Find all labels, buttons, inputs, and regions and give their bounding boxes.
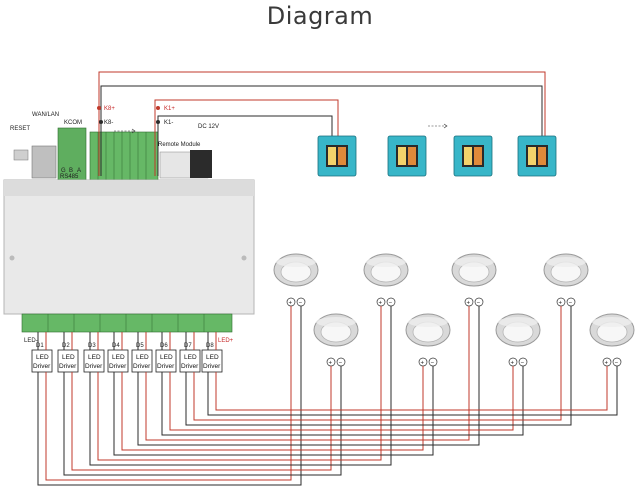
downlight-2: +− [363, 253, 409, 307]
led-minus-label: LED- [24, 338, 38, 344]
led-plus-label: LED+ [218, 338, 234, 344]
downlight-5: +− [313, 313, 359, 367]
wall-switch-2 [387, 135, 427, 177]
lamp-minus-sign: − [389, 301, 393, 307]
led-driver-label: Driver [59, 363, 77, 370]
led-driver-label: LED [88, 354, 101, 361]
led-driver-box-4 [107, 349, 129, 373]
led-driver-label: LED [36, 354, 49, 361]
wire-positive-2 [71, 366, 332, 471]
wire-positive-8 [215, 366, 608, 411]
downlight-6: +− [405, 313, 451, 367]
led-driver-label: LED [184, 354, 197, 361]
wire-positive-4 [121, 366, 424, 451]
led-driver-label: Driver [133, 363, 151, 370]
kcom-label: KCOM [64, 120, 82, 126]
downlight-3: +− [451, 253, 497, 307]
wire-negative-6 [161, 366, 524, 436]
led-driver-box-6 [155, 349, 177, 373]
reset-label: RESET [10, 126, 30, 132]
led-driver-label: LED [206, 354, 219, 361]
kcom-pin-b: B [69, 168, 73, 174]
lamp-minus-sign: − [339, 361, 343, 367]
lamp-plus-sign: + [467, 301, 471, 307]
wire-positive-5 [145, 306, 470, 441]
channel-label-d8: D8 [206, 343, 214, 349]
wire-positive-3 [97, 306, 382, 461]
kcom-pin-g: G [61, 168, 66, 174]
lamp-plus-sign: + [511, 361, 515, 367]
switch-wires [97, 71, 546, 176]
wire-negative-5 [137, 306, 480, 446]
led-driver-box-3 [83, 349, 105, 373]
remote-module-label: Remote Module [158, 142, 201, 148]
wire-negative-1 [37, 306, 302, 486]
lamp-plus-sign: + [559, 301, 563, 307]
k1-plus-label: K1+ [164, 106, 175, 112]
channel-label-d4: D4 [112, 343, 120, 349]
led-driver-label: Driver [157, 363, 175, 370]
kcom-pin-a: A [77, 168, 81, 174]
led-driver-label: Driver [203, 363, 221, 370]
wall-switch-3 [453, 135, 493, 177]
led-driver-label: LED [160, 354, 173, 361]
lamp-minus-sign: − [299, 301, 303, 307]
lamp-plus-sign: + [605, 361, 609, 367]
led-driver-box-5 [131, 349, 153, 373]
lamp-minus-sign: − [521, 361, 525, 367]
dc-label: DC 12V [198, 124, 219, 130]
wan-lan-label: WAN/LAN [32, 112, 59, 118]
channel-label-d3: D3 [88, 343, 96, 349]
lamp-minus-sign: − [431, 361, 435, 367]
wall-switch-k8 [517, 135, 557, 177]
led-driver-box-8 [201, 349, 223, 373]
channel-label-d7: D7 [184, 343, 192, 349]
led-driver-label: LED [112, 354, 125, 361]
downlight-8: +− [589, 313, 635, 367]
k1-minus-label: K1- [164, 120, 173, 126]
led-driver-label: Driver [181, 363, 199, 370]
k8-plus-label: K8+ [104, 106, 115, 112]
lamp-plus-sign: + [329, 361, 333, 367]
led-driver-label: LED [136, 354, 149, 361]
led-driver-label: Driver [33, 363, 51, 370]
wire-positive-1 [45, 306, 292, 481]
downlight-7: +− [495, 313, 541, 367]
lamp-plus-sign: + [289, 301, 293, 307]
control-board [3, 127, 255, 333]
downlights: +−+−+−+−+−+−+−+− [273, 253, 635, 367]
led-driver-box-2 [57, 349, 79, 373]
wire-negative-8 [207, 366, 618, 416]
k8-minus-label: K8- [104, 120, 113, 126]
lamp-wires [37, 306, 618, 486]
led-driver-label: Driver [109, 363, 127, 370]
led-driver-label: LED [62, 354, 75, 361]
lamp-plus-sign: + [379, 301, 383, 307]
rs485-label: RS485 [60, 174, 79, 180]
lamp-minus-sign: − [477, 301, 481, 307]
led-driver-box-7 [179, 349, 201, 373]
channel-label-d5: D5 [136, 343, 144, 349]
downlight-1: +− [273, 253, 319, 307]
led-driver-label: Driver [85, 363, 103, 370]
lamp-minus-sign: − [569, 301, 573, 307]
page-title: Diagram [266, 2, 374, 30]
wire-positive-7 [193, 306, 562, 421]
lamp-minus-sign: − [615, 361, 619, 367]
led-driver-box-1 [31, 349, 53, 373]
wire-negative-7 [185, 306, 572, 426]
channel-label-d6: D6 [160, 343, 168, 349]
channel-label-d1: D1 [36, 343, 44, 349]
lamp-plus-sign: + [421, 361, 425, 367]
wall-switch-k1 [317, 135, 357, 177]
downlight-4: +− [543, 253, 589, 307]
channel-label-d2: D2 [62, 343, 70, 349]
wire-positive-6 [169, 366, 514, 431]
direction-arrows [114, 123, 448, 134]
wire-negative-3 [89, 306, 392, 466]
